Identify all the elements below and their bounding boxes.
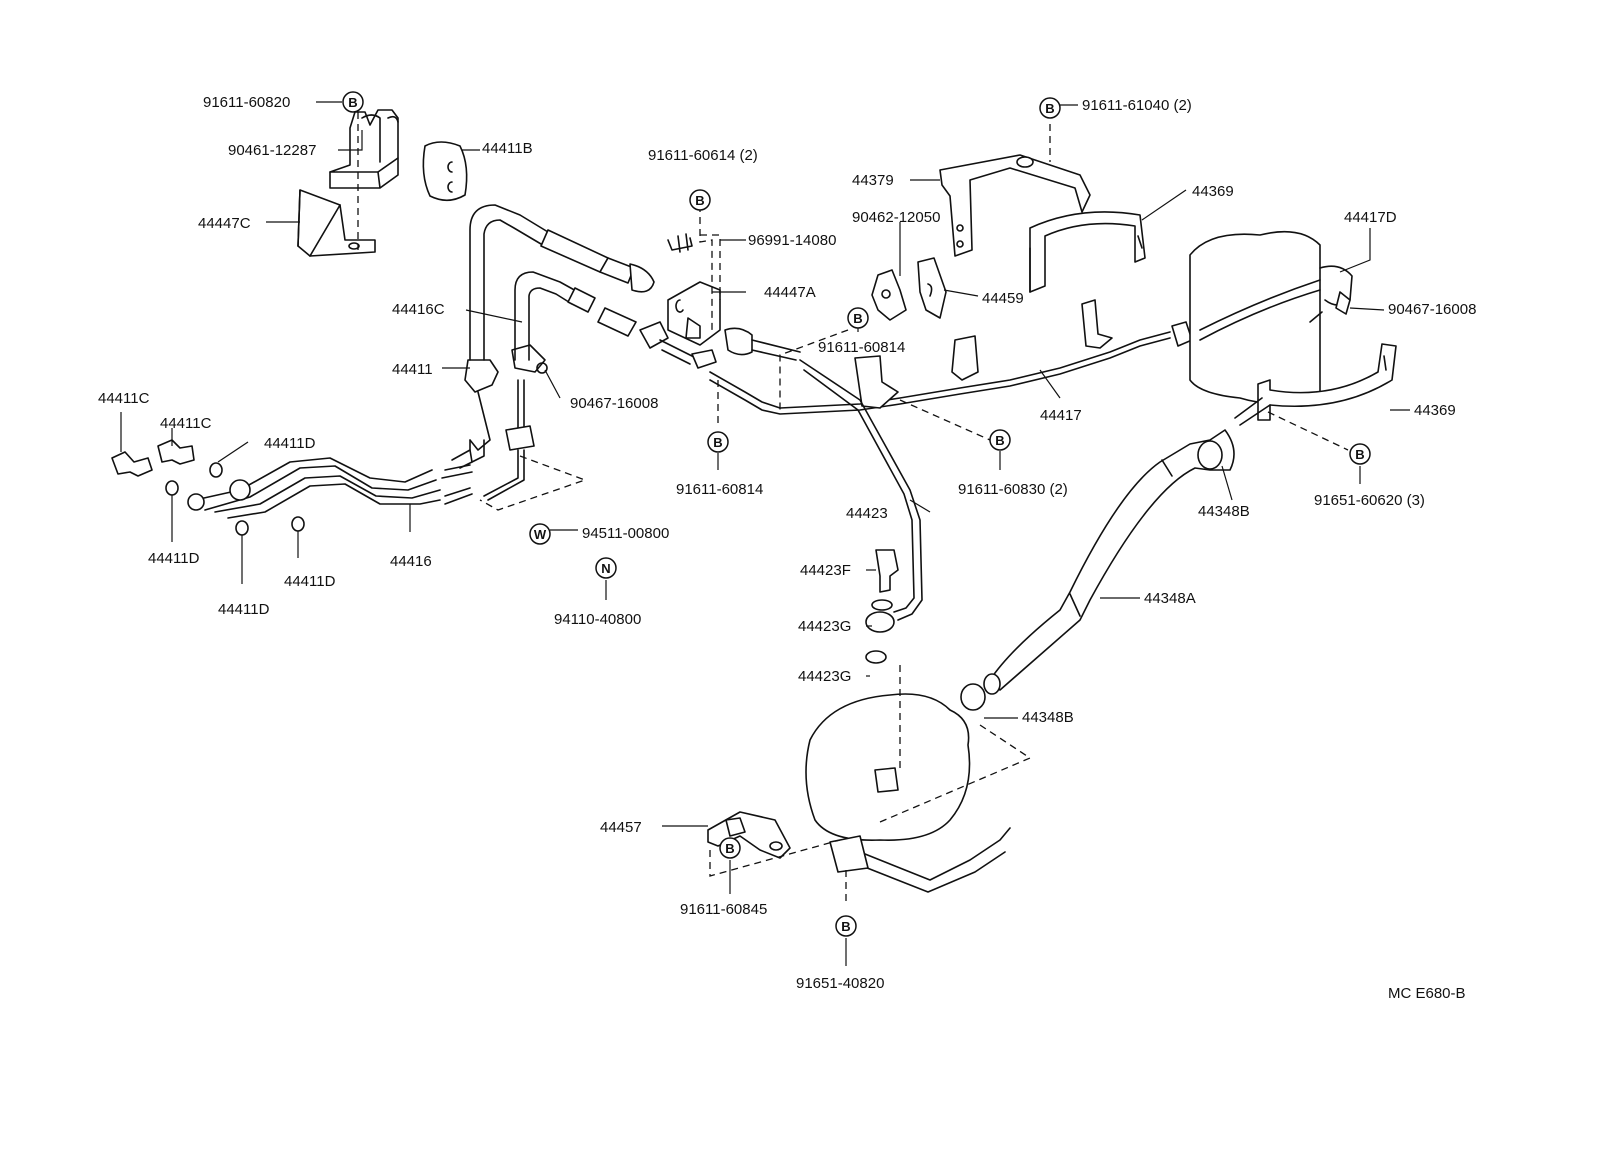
grommet-44411b [422,141,468,202]
hose-44348a [983,397,1271,695]
part-label: 94511-00800 [582,525,669,542]
svg-text:B: B [695,193,704,208]
part-label: 44447C [198,215,251,232]
svg-text:W: W [534,527,547,542]
bracket-44379 [939,154,1091,257]
svg-text:B: B [1355,447,1364,462]
bracket-44457 [707,811,791,859]
part-label: 44459 [982,290,1024,307]
symbol-bolt: B [342,91,364,113]
part-label: 44411D [218,601,270,618]
symbol-bolt: B [835,915,857,937]
part-label: 44369 [1414,402,1456,419]
part-label: 44416C [392,301,445,318]
part-label: 44379 [852,172,894,189]
svg-text:B: B [1045,101,1054,116]
part-label: 44411D [264,435,316,452]
part-label: 44348B [1198,503,1250,520]
svg-text:B: B [348,95,357,110]
part-label: 44411C [98,390,150,407]
part-label: 44411B [482,140,533,157]
bolts-washers-left [111,439,305,536]
part-label: 90461-12287 [228,142,316,159]
part-label: 44417 [1040,407,1082,424]
clamp-90461 [329,109,399,189]
part-label: 91611-60845 [680,901,767,918]
diagram-code: MC E680-B [1388,985,1466,1002]
symbol-bolt: B [719,837,741,859]
part-label: 90467-16008 [1388,301,1476,318]
part-label: 44411D [284,573,336,590]
bolt-washers-44423 [865,549,899,664]
part-label: 91651-60620 (3) [1314,492,1425,509]
part-label: 44457 [600,819,642,836]
leader-lines [120,101,1410,966]
part-label: 44423G [798,618,851,635]
part-label: 91611-60814 [818,339,905,356]
part-label: 44411 [392,361,433,378]
part-labels: 91611-60820 90461-12287 44411B 44447C 91… [98,94,1476,1002]
diagram-artwork: B B B B B B B B B W N [111,91,1410,966]
symbol-bolt: B [707,431,729,453]
clips-90462-44459 [871,257,947,321]
part-label: 44411C [160,415,212,432]
bracket-44447c [297,189,376,257]
clamp-pipe-bracket [483,379,535,501]
tank-lower [805,693,1011,893]
part-label: 90462-12050 [852,209,940,226]
part-label: 91611-60614 (2) [648,147,758,164]
part-label: 96991-14080 [748,232,836,249]
symbol-bolt: B [1349,443,1371,465]
part-label: 44417D [1344,209,1397,226]
clamp-44348b-lower [960,683,986,711]
band-44369-upper [1029,211,1146,293]
symbol-bolt: B [847,307,869,329]
bracket-44447a [667,233,721,346]
part-label: 44423F [800,562,851,579]
symbol-washer: W [529,523,551,545]
symbol-bolt: B [989,429,1011,451]
symbol-nut: N [595,557,617,579]
dashed-assembly-lines [357,112,1349,902]
part-label: 94110-40800 [554,611,641,628]
part-label: 44348A [1144,590,1196,607]
pipe-44423 [799,359,923,633]
pipe-44416c [511,271,637,374]
svg-text:B: B [841,919,850,934]
symbol-bolt: B [689,189,711,211]
part-label: 44416 [390,553,432,570]
tank-right [1189,230,1353,405]
svg-text:B: B [725,841,734,856]
pipe-44416 [187,449,473,519]
part-label: 91611-60830 (2) [958,481,1068,498]
part-label: 91611-61040 (2) [1082,97,1192,114]
part-label: 44411D [148,550,200,567]
symbol-bolt: B [1039,97,1061,119]
part-label: 44348B [1022,709,1074,726]
part-label: 44423 [846,505,888,522]
part-label: 90467-16008 [570,395,658,412]
part-label: 44423G [798,668,851,685]
svg-text:B: B [995,433,1004,448]
svg-text:B: B [713,435,722,450]
pipe-44411 [451,204,655,469]
part-label: 91651-40820 [796,975,884,992]
part-label: 91611-60814 [676,481,763,498]
pipe-44417 [639,299,1193,415]
part-label: 91611-60820 [203,94,290,111]
part-label: 44369 [1192,183,1234,200]
part-label: 44447A [764,284,816,301]
svg-text:N: N [601,561,610,576]
svg-text:B: B [853,311,862,326]
